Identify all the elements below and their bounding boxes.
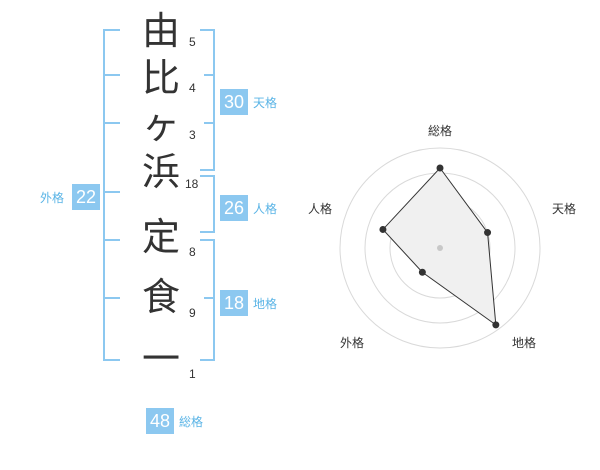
stroke-count: 3: [189, 128, 196, 142]
name-char: 定: [141, 215, 180, 259]
stroke-count: 4: [189, 81, 196, 95]
radar-point: [379, 225, 387, 233]
gaikaku-badge: 22: [72, 184, 100, 210]
stroke-count: 9: [189, 306, 196, 320]
radar-axis-label: 天格: [552, 202, 577, 216]
tenkaku-badge: 30: [220, 89, 248, 115]
radar-point: [436, 164, 444, 172]
radar-axis-label: 地格: [512, 336, 537, 350]
name-char: 浜: [141, 150, 180, 194]
jinkaku-label: 人格: [253, 202, 278, 216]
gaikaku-label: 外格: [40, 191, 65, 205]
gaikaku-bracket: [103, 29, 120, 361]
name-char: 比: [141, 56, 180, 100]
stroke-count: 1: [189, 367, 196, 381]
name-char: 食: [141, 275, 180, 319]
radar-point: [492, 321, 500, 329]
name-char: 由: [141, 9, 180, 53]
name-char: ヶ: [141, 103, 180, 147]
radar-axis-label: 人格: [308, 202, 333, 216]
chikaku-label: 地格: [253, 297, 278, 311]
radar-points: [379, 164, 500, 329]
chikaku-badge: 18: [220, 290, 248, 316]
radar-axis-label: 外格: [340, 336, 365, 350]
stroke-count: 5: [189, 35, 196, 49]
tenkaku-label: 天格: [253, 96, 278, 110]
tenkaku-bracket: [200, 29, 215, 171]
soukaku-label: 総格: [179, 415, 204, 429]
chikaku-bracket: [200, 239, 215, 361]
radar-grid-ring: [339, 147, 541, 349]
radar-center-dot: [437, 245, 443, 251]
stroke-count: 18: [185, 177, 199, 191]
radar-axis-label: 総格: [428, 124, 453, 138]
name-char: 一: [141, 337, 180, 381]
soukaku-badge: 48: [146, 408, 174, 434]
jinkaku-bracket: [200, 175, 215, 233]
stroke-count: 8: [189, 245, 196, 259]
radar-point: [484, 229, 492, 237]
jinkaku-badge: 26: [220, 195, 248, 221]
radar-point: [418, 268, 426, 276]
